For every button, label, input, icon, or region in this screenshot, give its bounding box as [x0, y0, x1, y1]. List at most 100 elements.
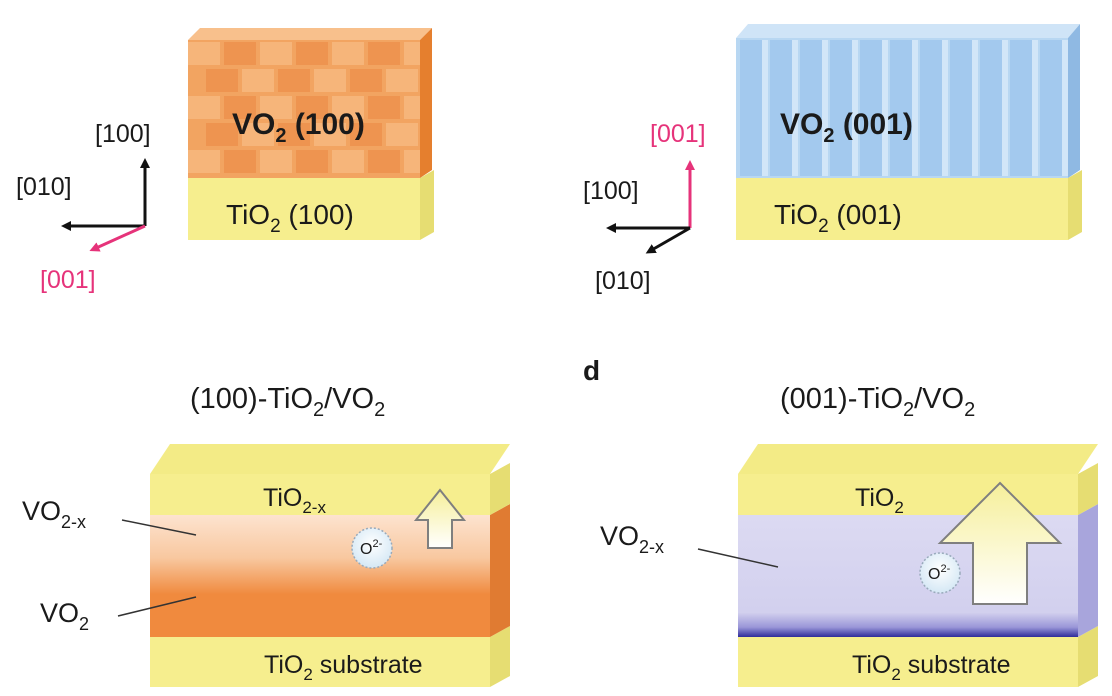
panel-c-substrate-layer	[150, 637, 490, 687]
panel-c-film-label: VO2	[40, 598, 89, 634]
panel-a: VO2 (100) TiO2 (100) [100] [010] [001]	[16, 28, 434, 294]
film-stripe	[350, 123, 382, 146]
panel-b-substrate-label: TiO2 (001)	[774, 199, 902, 237]
panel-c-substrate-label: TiO2 substrate	[264, 651, 423, 684]
film-stripe	[296, 96, 328, 119]
axis-diag-arrow	[645, 226, 691, 254]
film-column	[740, 40, 762, 176]
axis-left-label: [010]	[16, 173, 72, 201]
panel-c: (100)-TiO2/VO2 TiO2-x TiO2 substrate VO2…	[22, 383, 510, 687]
panel-d-title: (001)-TiO2/VO2	[780, 383, 975, 421]
film-stripe	[368, 96, 400, 119]
film-column	[950, 40, 972, 176]
film-stripe	[224, 150, 256, 173]
film-stripe	[260, 150, 292, 173]
film-stripe	[242, 69, 274, 92]
film-column-edge	[942, 40, 948, 176]
film-stripe	[188, 150, 220, 173]
film-stripe	[368, 42, 400, 65]
film-stripe	[332, 42, 364, 65]
panel-d-reduced-leader	[697, 548, 779, 568]
film-stripe	[368, 150, 400, 173]
panel-d-reduced-label: VO2-x	[600, 521, 664, 557]
axis-diag-arrow	[89, 224, 146, 252]
film-stripe	[404, 96, 420, 119]
panel-b-film-block	[736, 24, 1080, 178]
axis-up-label: [001]	[650, 120, 706, 148]
film-column-edge	[972, 40, 978, 176]
film-column	[1040, 40, 1062, 176]
panel-b-substrate-block	[736, 170, 1082, 240]
film-column	[800, 40, 822, 176]
panel-d-migration-arrow	[937, 481, 1063, 605]
film-stripe	[260, 96, 292, 119]
film-stripe	[206, 69, 238, 92]
panel-a-film-block	[188, 28, 432, 178]
panel-b: VO2 (001) TiO2 (001) [001] [100] [010]	[583, 24, 1082, 295]
film-column-edge	[852, 40, 858, 176]
film-column-edge	[822, 40, 828, 176]
axis-diag-label: [001]	[40, 266, 96, 294]
panel-b-film-label: VO2 (001)	[780, 108, 913, 147]
film-stripe	[242, 123, 274, 146]
film-stripe	[332, 96, 364, 119]
panel-d-cap-label: TiO2	[855, 484, 904, 517]
panel-c-title: (100)-TiO2/VO2	[190, 383, 385, 421]
axis-left-label: [100]	[583, 177, 639, 205]
film-stripe	[332, 150, 364, 173]
film-stripe	[386, 123, 418, 146]
film-column	[830, 40, 852, 176]
film-stripe	[350, 69, 382, 92]
film-stripe	[296, 150, 328, 173]
film-column	[860, 40, 882, 176]
panel-a-axis-triad: [100] [010] [001]	[16, 120, 151, 294]
svg-text:O2-: O2-	[360, 538, 383, 558]
film-stripe	[314, 123, 346, 146]
panel-c-oxygen-ion: O2-	[351, 527, 393, 569]
panel-a-substrate-block	[188, 170, 434, 240]
film-column-edge	[1032, 40, 1038, 176]
film-stripe	[386, 69, 418, 92]
panel-d: d (001)-TiO2/VO2 TiO2 TiO2 substrate VO2…	[583, 355, 1098, 687]
film-column	[1010, 40, 1032, 176]
film-stripe	[188, 42, 220, 65]
film-stripe	[404, 150, 420, 173]
film-stripe	[404, 42, 420, 65]
axis-up-label: [100]	[95, 120, 151, 148]
panel-c-migration-arrow	[413, 488, 467, 549]
panel-b-axis-triad: [001] [100] [010]	[583, 120, 706, 295]
panel-c-film-leader	[117, 596, 197, 617]
panel-c-reduced-leader	[121, 519, 197, 536]
film-column-edge	[762, 40, 768, 176]
film-column-edge	[1062, 40, 1068, 176]
panel-b-film-texture	[740, 40, 1068, 176]
axis-diag-label: [010]	[595, 267, 651, 295]
panel-a-film-label: VO2 (100)	[232, 108, 365, 147]
panel-c-cap-label: TiO2-x	[263, 484, 326, 517]
film-column	[890, 40, 912, 176]
film-stripe	[224, 96, 256, 119]
film-stripe	[224, 42, 256, 65]
film-column	[770, 40, 792, 176]
panel-d-oxygen-ion: O2-	[919, 552, 961, 594]
film-column-edge	[792, 40, 798, 176]
panel-a-film-texture	[188, 42, 420, 173]
film-stripe	[188, 96, 220, 119]
panel-d-substrate-label: TiO2 substrate	[852, 651, 1011, 684]
svg-text:O2-: O2-	[928, 563, 951, 583]
panel-d-substrate-layer	[738, 637, 1078, 687]
film-column-edge	[1002, 40, 1008, 176]
panel-a-substrate-label: TiO2 (100)	[226, 199, 354, 237]
film-stripe	[206, 123, 238, 146]
film-column-edge	[882, 40, 888, 176]
film-stripe	[296, 42, 328, 65]
panel-c-reduced-label: VO2-x	[22, 496, 86, 532]
film-stripe	[260, 42, 292, 65]
film-column-edge	[912, 40, 918, 176]
film-stripe	[278, 123, 310, 146]
film-stripe	[278, 69, 310, 92]
film-column	[980, 40, 1002, 176]
panel-d-letter: d	[583, 355, 600, 386]
film-column	[920, 40, 942, 176]
